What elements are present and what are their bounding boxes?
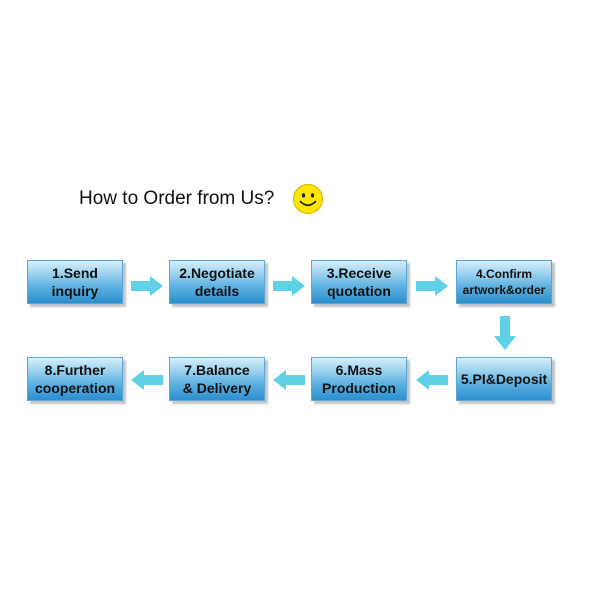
arrow-right-icon (416, 276, 448, 296)
smiley-face-icon (292, 183, 324, 215)
step-mass-production: 6.Mass Production (311, 357, 407, 401)
arrow-down-icon (494, 316, 516, 350)
arrow-right-icon (131, 276, 163, 296)
step-further-cooperation: 8.Further cooperation (27, 357, 123, 401)
step-negotiate-details: 2.Negotiate details (169, 260, 265, 304)
arrow-left-icon (131, 370, 163, 390)
step-balance-delivery: 7.Balance & Delivery (169, 357, 265, 401)
step-confirm-artwork-order: 4.Confirm artwork&order (456, 260, 552, 304)
page-title: How to Order from Us? (79, 188, 275, 209)
arrow-right-icon (273, 276, 305, 296)
arrow-left-icon (416, 370, 448, 390)
step-send-inquiry: 1.Send inquiry (27, 260, 123, 304)
step-pi-deposit: 5.PI&Deposit (456, 357, 552, 401)
arrow-left-icon (273, 370, 305, 390)
step-receive-quotation: 3.Receive quotation (311, 260, 407, 304)
